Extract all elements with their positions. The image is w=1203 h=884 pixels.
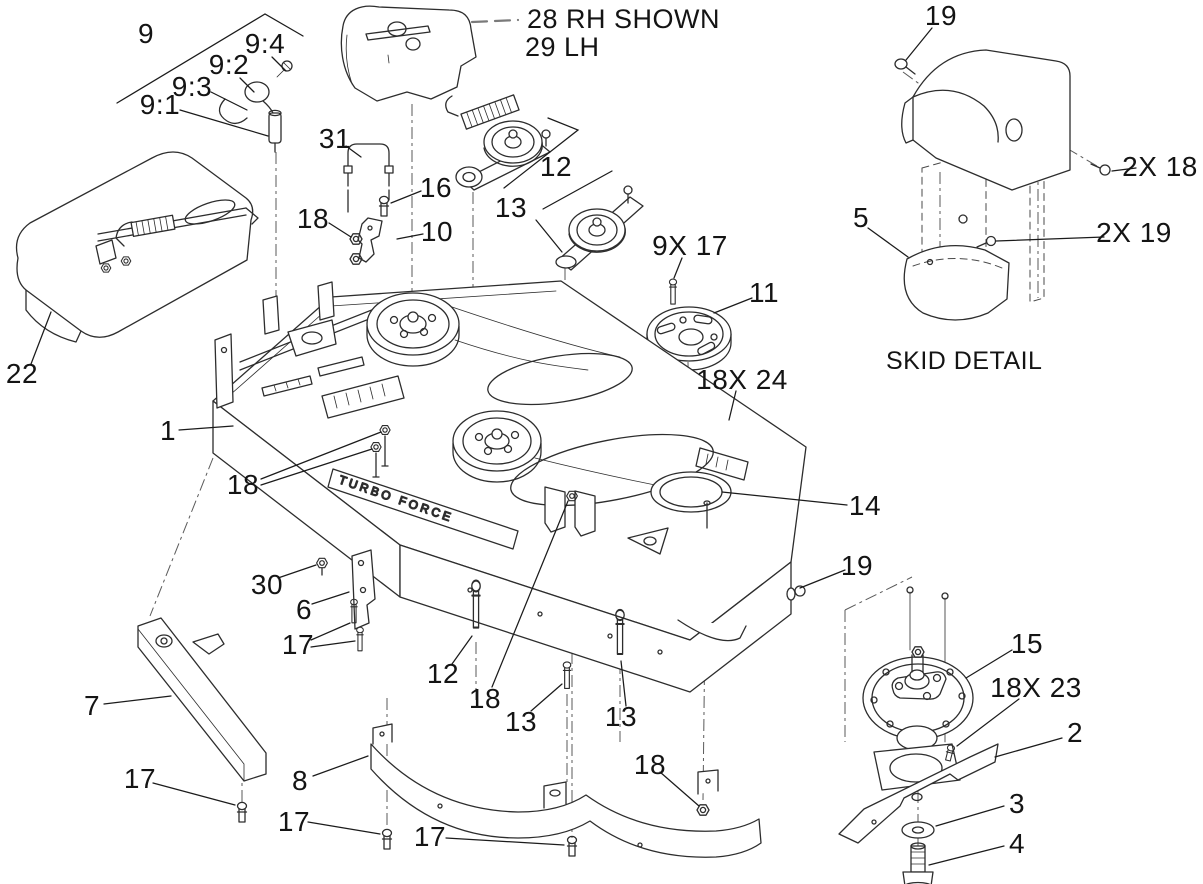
belt-cover [340, 5, 477, 102]
leader-lines [30, 13, 1137, 866]
rail-7 [137, 617, 267, 782]
baffle-8 [370, 723, 762, 858]
bolt-9x17 [668, 278, 678, 305]
blade-2 [838, 743, 999, 844]
bolt-16 [378, 195, 390, 217]
idler-arm-12 [445, 94, 551, 191]
bracket-6 [351, 549, 376, 630]
skid-detail-caption: SKID DETAIL [886, 347, 1043, 375]
skid-detail [894, 49, 1111, 321]
spindle-assembly [862, 586, 974, 791]
idler-arm-13 [555, 185, 644, 271]
note-handedness-line1: 28 RH SHOWN [527, 4, 721, 34]
washer-3 [901, 821, 935, 839]
bolt-30 [316, 557, 328, 576]
cable-latch-assembly [218, 60, 293, 153]
bolt-4 [902, 842, 934, 884]
discharge-chute [15, 151, 259, 343]
note-handedness-line2: 29 LH [525, 32, 600, 62]
u-bolt [343, 143, 394, 213]
mower-deck: TURBO FORCE [212, 280, 807, 693]
